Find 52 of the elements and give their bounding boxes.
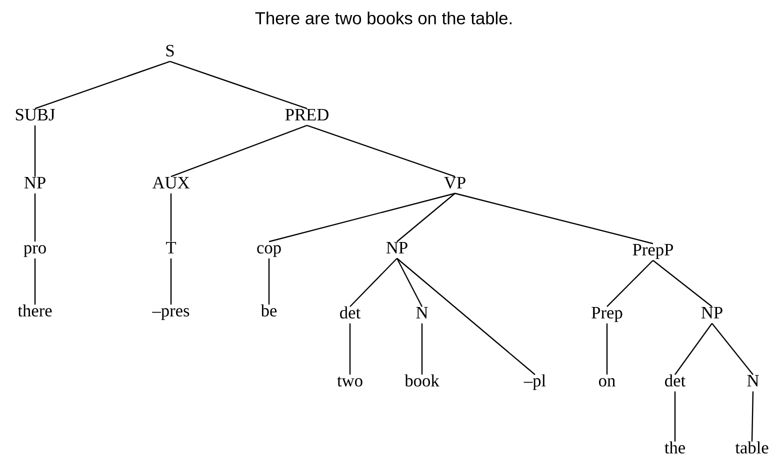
tree-branch (396, 258, 536, 376)
tree-label: –pres (152, 308, 190, 320)
tree-branch (454, 192, 654, 244)
title: There are two books on the table. (255, 12, 512, 24)
tree-label: SUBJ (16, 108, 55, 121)
tree-branch (34, 193, 36, 242)
tree-branch (712, 323, 754, 375)
tree-branch (674, 391, 676, 442)
tree-branch (396, 258, 423, 307)
tree-branch (268, 258, 270, 305)
tree-branch (396, 192, 456, 242)
tree-label: Prep (592, 307, 622, 322)
tree-branch (606, 323, 608, 375)
tree-label: VP (444, 177, 466, 189)
tree-branch (674, 323, 712, 375)
tree-branch (421, 323, 423, 375)
tree-label: S (166, 44, 174, 57)
tree-branch (350, 258, 398, 308)
tree-branch (349, 323, 351, 375)
tree-label: table (735, 441, 768, 454)
tree-label: NP (24, 177, 46, 188)
tree-branch (268, 192, 456, 242)
tree-label: NP (701, 307, 722, 318)
tree-branch (170, 258, 172, 305)
tree-label: N (416, 307, 428, 318)
tree-branch (34, 60, 170, 110)
tree-branch (652, 260, 712, 308)
tree-label: T (166, 242, 176, 254)
tree-branch (751, 391, 754, 442)
tree-label: cop (257, 245, 281, 258)
tree-branch (606, 260, 654, 308)
tree-label: det (665, 374, 686, 387)
tree-label: det (340, 306, 360, 319)
tree-branch (34, 258, 36, 305)
tree-branch (170, 60, 308, 110)
tree-label: PrepP (632, 244, 673, 260)
tree-label: book (404, 374, 440, 387)
tree-label: pro (24, 245, 46, 258)
tree-label: there (18, 304, 52, 317)
tree-label: the (664, 441, 685, 454)
tree-label: PRED (285, 109, 328, 120)
tree-label: two (337, 376, 362, 387)
tree-label: be (260, 304, 277, 317)
tree-branch (306, 124, 456, 178)
tree-label: –pl (524, 374, 546, 390)
tree-label: N (747, 375, 759, 386)
tree-branch (34, 125, 36, 177)
tree-label: on (599, 378, 616, 387)
tree-label: NP (386, 242, 408, 254)
tree-label: AUX (152, 176, 190, 189)
tree-branch (170, 124, 308, 178)
tree-branch (170, 193, 172, 242)
